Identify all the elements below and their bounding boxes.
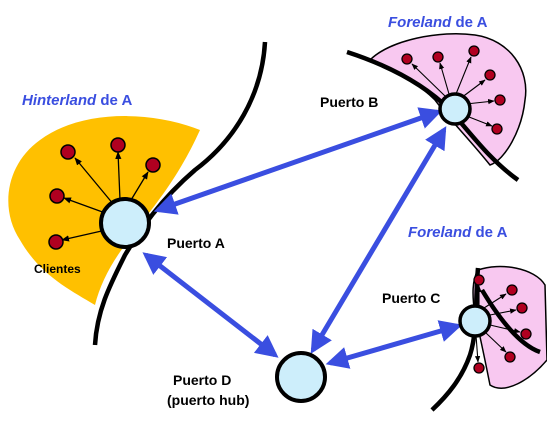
- hinterland-title: Hinterland de A: [22, 92, 132, 109]
- foreland-c-boundary-line: [430, 267, 481, 412]
- connection-arrows: [142, 107, 463, 369]
- port-d-label: Puerto D: [173, 372, 231, 388]
- hinterland-title-suffix: de A: [96, 92, 132, 109]
- client-nodes-foreland-c: [473, 274, 532, 374]
- foreland-c-spokes: [474, 285, 521, 363]
- port-c-node: [458, 304, 492, 338]
- port-a-label: Puerto A: [167, 235, 225, 251]
- client-node: [520, 328, 532, 340]
- client-node: [60, 144, 76, 160]
- foreland-b-title-word: Foreland: [388, 14, 452, 31]
- port-d-sublabel: (puerto hub): [167, 392, 249, 408]
- arrow-a-b: [153, 107, 443, 215]
- client-node: [48, 234, 64, 250]
- port-c-label: Puerto C: [382, 290, 440, 306]
- port-a-node: [99, 197, 151, 249]
- foreland-c-title: Foreland de A: [408, 224, 508, 241]
- hinterland-title-word: Hinterland: [22, 92, 97, 109]
- client-node: [49, 188, 65, 204]
- arrow-d-c: [325, 320, 463, 369]
- client-node: [473, 362, 485, 374]
- port-b-node: [438, 92, 472, 126]
- client-node: [506, 284, 518, 296]
- port-b-label: Puerto B: [320, 94, 378, 110]
- client-node: [504, 351, 516, 363]
- port-d-node: [275, 351, 327, 403]
- client-node: [516, 302, 528, 314]
- client-node: [491, 123, 503, 135]
- foreland-c-title-suffix: de A: [471, 224, 507, 241]
- client-node: [145, 157, 161, 173]
- client-node: [468, 45, 480, 57]
- foreland-c-title-word: Foreland: [408, 224, 472, 241]
- client-node: [401, 53, 413, 65]
- client-nodes-foreland-b: [401, 45, 506, 135]
- client-node: [494, 94, 506, 106]
- foreland-b-title-suffix: de A: [451, 14, 487, 31]
- foreland-b-title: Foreland de A: [388, 14, 488, 31]
- client-nodes-hinterland: [48, 137, 161, 250]
- arrow-a-d: [142, 252, 279, 358]
- client-node: [432, 51, 444, 63]
- client-node: [110, 137, 126, 153]
- clients-label: Clientes: [34, 262, 81, 276]
- arrow-b-d: [310, 126, 447, 354]
- client-node: [473, 274, 485, 286]
- client-node: [484, 69, 496, 81]
